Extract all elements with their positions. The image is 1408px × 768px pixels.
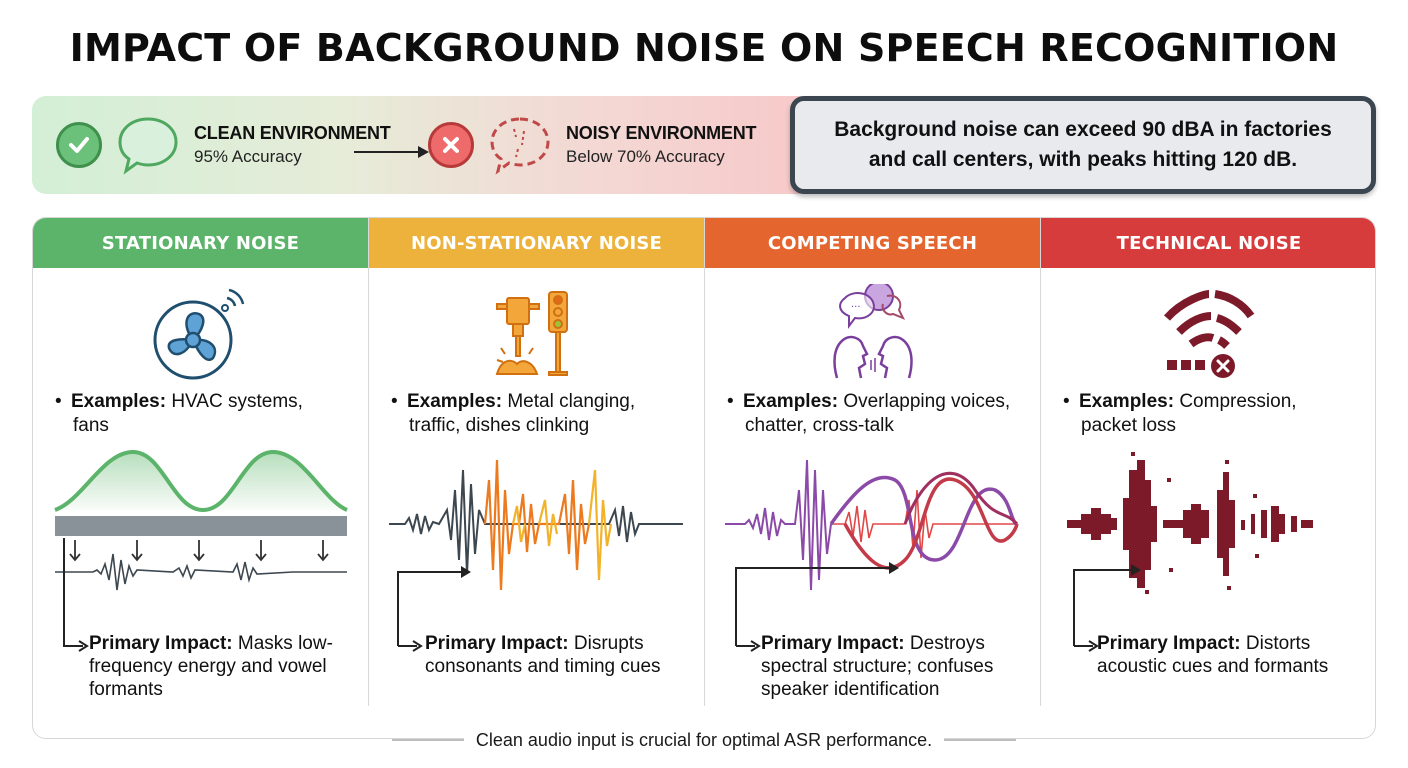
x-circle-icon: [428, 122, 474, 168]
column-technical-noise: TECHNICAL NOISE •Examples: Compressi: [1041, 218, 1375, 706]
examples-text: •Examples: Compression, packet loss: [1063, 391, 1297, 436]
footer-divider: [944, 739, 1017, 741]
column-non-stationary-noise: NON-STATIONARY NOISE: [369, 218, 705, 706]
impact-text: Primary Impact: Masks low-frequency ener…: [89, 633, 333, 700]
column-competing-speech: COMPETING SPEECH ··· •Examples: Overlapp…: [705, 218, 1041, 706]
masking-waveform-illustration: [54, 450, 348, 591]
clean-environment: CLEAN ENVIRONMENT 95% Accuracy: [56, 96, 391, 194]
impact-text: Primary Impact: Disrupts consonants and …: [425, 633, 661, 677]
impact-text: Primary Impact: Distorts acoustic cues a…: [1097, 633, 1329, 677]
overlapping-speakers-icon: ···: [833, 284, 913, 379]
distorted-waveform-illustration: [1067, 452, 1313, 594]
examples-text: •Examples: HVAC systems, fans: [55, 391, 303, 436]
footer: Clean audio input is crucial for optimal…: [32, 728, 1376, 752]
examples-text: •Examples: Metal clanging, traffic, dish…: [391, 391, 636, 436]
noise-level-callout: Background noise can exceed 90 dBA in fa…: [790, 96, 1376, 194]
clean-label: CLEAN ENVIRONMENT: [194, 123, 391, 143]
noise-types-panel: STATIONARY NOISE •Examples: HVAC systems…: [32, 217, 1376, 739]
transient-waveform-illustration: [389, 459, 683, 591]
page-title: IMPACT OF BACKGROUND NOISE ON SPEECH REC…: [69, 26, 1339, 70]
impact-text: Primary Impact: Destroys spectral struct…: [761, 633, 994, 700]
check-circle-icon: [56, 122, 102, 168]
examples-text: •Examples: Overlapping voices, chatter, …: [727, 391, 1011, 436]
jackhammer-traffic-light-icon: [495, 291, 568, 376]
callout-line-2: and call centers, with peaks hitting 120…: [868, 148, 1298, 171]
broken-wifi-icon: [1164, 290, 1255, 378]
footer-divider: [392, 739, 464, 741]
column-header: TECHNICAL NOISE: [1041, 218, 1375, 268]
arrow-right-icon: [354, 146, 429, 158]
column-header: COMPETING SPEECH: [705, 218, 1040, 268]
clean-accuracy: 95% Accuracy: [194, 147, 302, 166]
broken-speech-bubble-icon: [490, 117, 550, 175]
noisy-environment: NOISY ENVIRONMENT Below 70% Accuracy: [428, 96, 756, 194]
speech-bubble-icon: [118, 117, 178, 175]
noisy-label: NOISY ENVIRONMENT: [566, 123, 757, 143]
column-stationary-noise: STATIONARY NOISE •Examples: HVAC systems…: [33, 218, 369, 706]
column-header: NON-STATIONARY NOISE: [369, 218, 704, 268]
footer-text: Clean audio input is crucial for optimal…: [463, 729, 945, 751]
accuracy-banner: CLEAN ENVIRONMENT 95% Accuracy NOISY ENV…: [32, 96, 812, 194]
fan-icon: [153, 288, 245, 380]
noisy-accuracy: Below 70% Accuracy: [566, 147, 725, 166]
column-header: STATIONARY NOISE: [33, 218, 368, 268]
svg-text:···: ···: [851, 302, 861, 313]
callout-line-1: Background noise can exceed 90 dBA in fa…: [834, 118, 1332, 141]
overlapping-waveform-illustration: [725, 459, 1019, 591]
